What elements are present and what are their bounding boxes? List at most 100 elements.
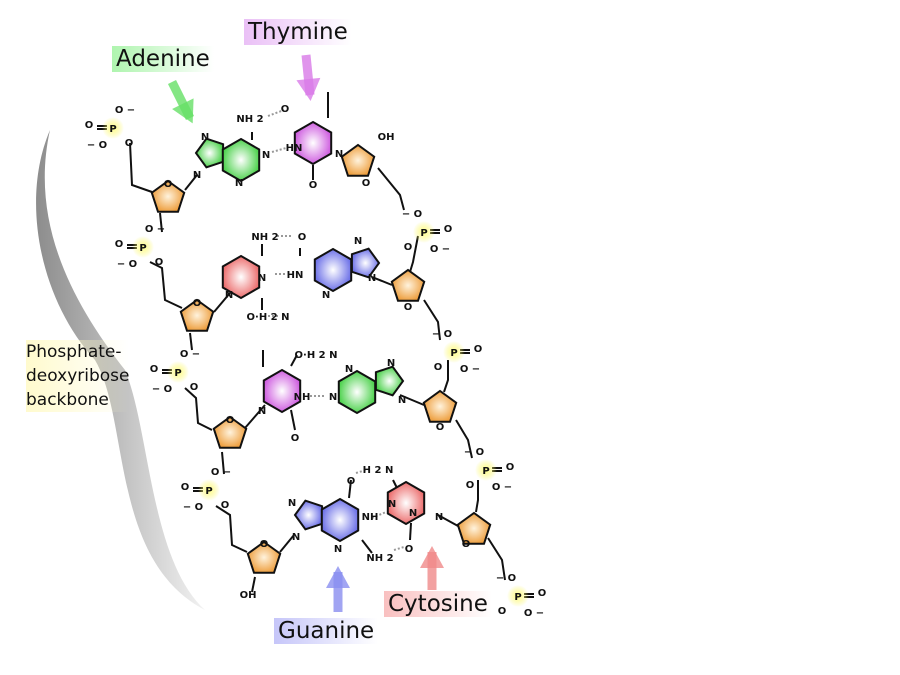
atom-label: NH 2: [251, 232, 278, 243]
bond: [290, 409, 296, 431]
atom-label: O: [164, 179, 173, 190]
atom-label: N: [334, 544, 342, 555]
deoxyribose-sugar: [340, 143, 376, 177]
bond: [244, 404, 266, 429]
bond: [455, 419, 473, 459]
bond: [475, 480, 479, 513]
oxide-atom: − O: [152, 384, 172, 395]
atom-label: N: [193, 170, 201, 181]
atom-label: N: [435, 512, 443, 523]
adenine-six-ring: [221, 137, 261, 183]
phosphate-glow: [507, 585, 529, 607]
bond: [129, 142, 153, 193]
atom-label: N: [409, 508, 417, 519]
bond: [409, 235, 419, 273]
atom-label: O: [309, 180, 318, 191]
oxide-atom: − O: [432, 329, 452, 340]
bond: [213, 292, 231, 313]
oxygen-atom: O: [474, 344, 483, 355]
oxygen-atom: O: [150, 364, 159, 375]
deoxyribose-sugar: [150, 179, 186, 213]
backbone-label-line3: backbone: [26, 388, 130, 412]
oxide-atom: − O: [183, 502, 203, 513]
atom-label: O: [462, 539, 471, 550]
arrows: [167, 54, 444, 612]
adenine-five-ring: [374, 365, 405, 397]
deoxyribose-sugar: [246, 540, 282, 574]
atom-label: N: [292, 532, 300, 543]
hydrogen-bond: [267, 109, 285, 117]
atom-label: N: [398, 395, 406, 406]
oxide-atom: O −: [524, 608, 544, 619]
atom-label: O·H 2 N: [247, 312, 290, 323]
atom-label: O: [347, 476, 356, 487]
cytosine-ring: [386, 480, 426, 526]
bond: [361, 539, 373, 554]
atom-label: N: [387, 358, 395, 369]
backbone-label-line2: deoxyribose: [26, 364, 130, 388]
atom-label: O: [405, 544, 414, 555]
bond: [290, 354, 298, 367]
hydrogen-bond: [393, 546, 405, 551]
oxygen-atom: O: [85, 120, 94, 131]
bond: [184, 174, 198, 191]
thymine-label: Thymine: [244, 19, 352, 45]
phosphate-glow: [198, 479, 220, 501]
adenine-label: Adenine: [112, 46, 214, 72]
atom-label: O: [436, 422, 445, 433]
oxide-atom: O −: [211, 467, 231, 478]
deoxyribose-sugar: [390, 268, 426, 302]
cytosine-arrow-head: [420, 546, 444, 568]
oxygen-atom: O: [444, 224, 453, 235]
phosphorus-atom: P: [109, 124, 116, 135]
atom-label: O: [193, 298, 202, 309]
bond: [215, 505, 248, 553]
deoxyribose-sugar: [179, 298, 215, 332]
atom-label: O: [281, 104, 290, 115]
oxide-atom: O −: [115, 105, 135, 116]
bond: [487, 537, 506, 581]
bond: [149, 261, 183, 309]
atom-label: O: [291, 433, 300, 444]
phosphate-glow: [475, 459, 497, 481]
phosphate-glow: [413, 221, 435, 243]
bond: [221, 451, 225, 475]
bond: [184, 387, 213, 431]
phosphorus-atom: P: [420, 228, 427, 239]
atom-label: N: [258, 406, 266, 417]
atom-label: N: [262, 150, 270, 161]
oxygen-atom: O: [221, 500, 230, 511]
thymine-ring: [262, 368, 302, 414]
deoxyribose-sugar: [422, 389, 458, 423]
cytosine-ring: [221, 254, 261, 300]
atom-label: N: [335, 149, 343, 160]
hydrogen-bond: [355, 469, 367, 474]
atom-label: N: [235, 178, 243, 189]
atom-label: OH: [240, 590, 257, 601]
atom-label: H 2 N: [363, 465, 394, 476]
oxide-atom: O −: [492, 482, 512, 493]
atom-label: O: [362, 178, 371, 189]
deoxyribose-sugar: [456, 511, 492, 545]
atom-label: NH: [362, 512, 379, 523]
deoxyribose-sugar: [212, 415, 248, 449]
atom-label: NH: [294, 392, 311, 403]
bond: [409, 522, 412, 541]
atom-label: NH 2: [366, 553, 393, 564]
adenine-arrow-head: [172, 98, 194, 124]
phosphate-glow: [102, 117, 124, 139]
oxide-atom: O −: [180, 349, 200, 360]
hydrogen-bond: [371, 511, 387, 519]
oxide-atom: − O: [496, 573, 516, 584]
oxide-atom: − O: [87, 140, 107, 151]
guanine-label: Guanine: [274, 618, 379, 644]
atom-label: NH 2: [236, 114, 263, 125]
phosphorus-atom: P: [482, 466, 489, 477]
atom-label: O·H 2 N: [295, 350, 338, 361]
bond: [279, 534, 295, 553]
guanine-six-ring: [320, 497, 360, 543]
oxygen-atom: O: [538, 588, 547, 599]
atom-label: N: [345, 364, 353, 375]
phosphorus-atom: P: [174, 368, 181, 379]
